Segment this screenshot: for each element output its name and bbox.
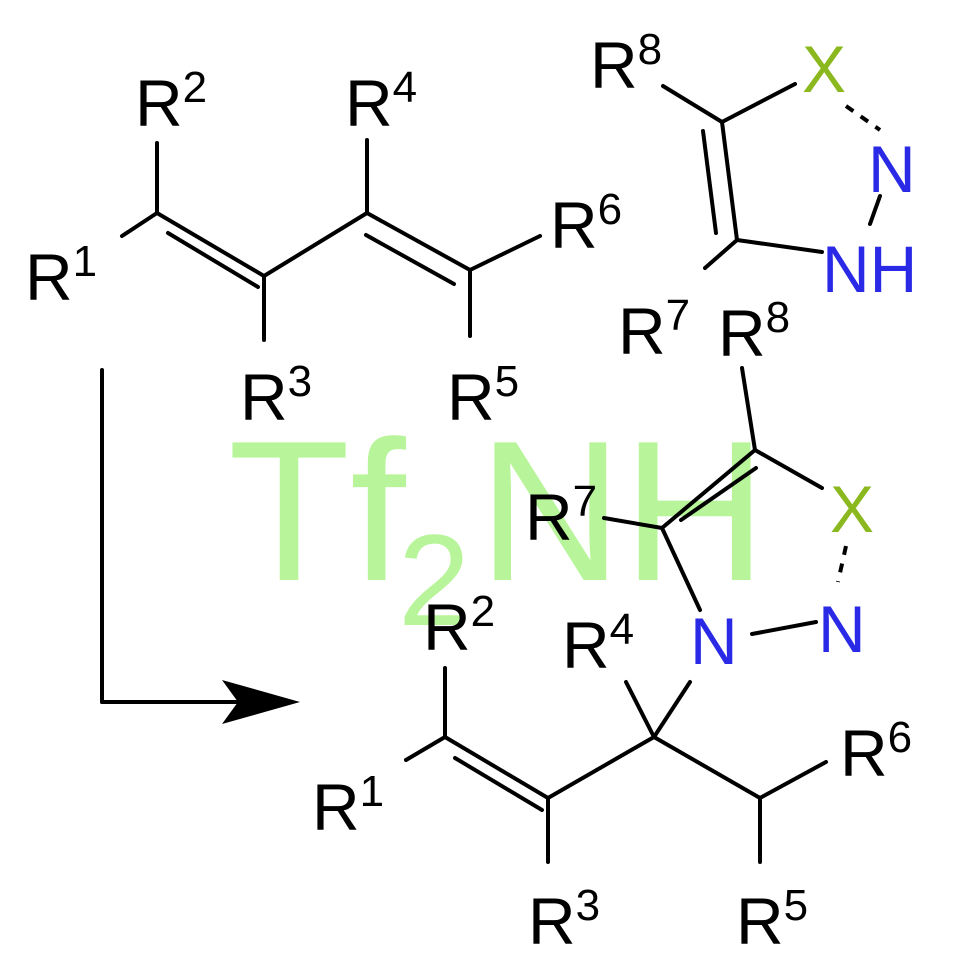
reagent-tail: NH bbox=[478, 400, 767, 623]
reactant-r8-label: R8 bbox=[590, 25, 662, 102]
product-r6-label: R6 bbox=[840, 713, 912, 790]
diene-r4-label: R4 bbox=[345, 63, 417, 140]
diene-r3-label: R3 bbox=[240, 357, 312, 434]
product-r2-label: R2 bbox=[423, 587, 495, 664]
product-r8-label: R8 bbox=[718, 293, 790, 370]
product-r4-label: R4 bbox=[562, 605, 634, 682]
product-n-atom-left: N bbox=[690, 604, 738, 678]
reactant-n-atom: N bbox=[868, 132, 916, 206]
reagent-label: Tf 2 NH bbox=[228, 400, 767, 653]
reactant-r7-label: R7 bbox=[618, 291, 690, 368]
product-x-atom: X bbox=[830, 472, 874, 546]
arrowhead-icon bbox=[222, 680, 300, 724]
reaction-arrow bbox=[100, 368, 300, 724]
reactant-nh-atom: NH bbox=[822, 232, 917, 306]
diene-r1-label: R1 bbox=[25, 237, 97, 314]
diene-r2-label: R2 bbox=[135, 63, 207, 140]
triazole-reactant: X N NH R8 R7 bbox=[590, 25, 917, 368]
product-r1-label: R1 bbox=[312, 767, 384, 844]
product-r3-label: R3 bbox=[528, 881, 600, 958]
reagent-main: Tf bbox=[228, 400, 406, 623]
allylic-triazole-product: X N N R8 R7 R2 R4 R1 R6 R3 R5 bbox=[312, 293, 912, 958]
reactant-x-atom: X bbox=[802, 32, 846, 106]
diene-reactant: R2 R4 R1 R6 R3 R5 bbox=[25, 63, 622, 434]
diene-r6-label: R6 bbox=[550, 185, 622, 262]
product-r5-label: R5 bbox=[736, 881, 808, 958]
reagent-subscript: 2 bbox=[398, 507, 470, 653]
diene-r5-label: R5 bbox=[447, 357, 519, 434]
product-r7-label: R7 bbox=[525, 477, 597, 554]
product-n-atom-right: N bbox=[818, 592, 866, 666]
